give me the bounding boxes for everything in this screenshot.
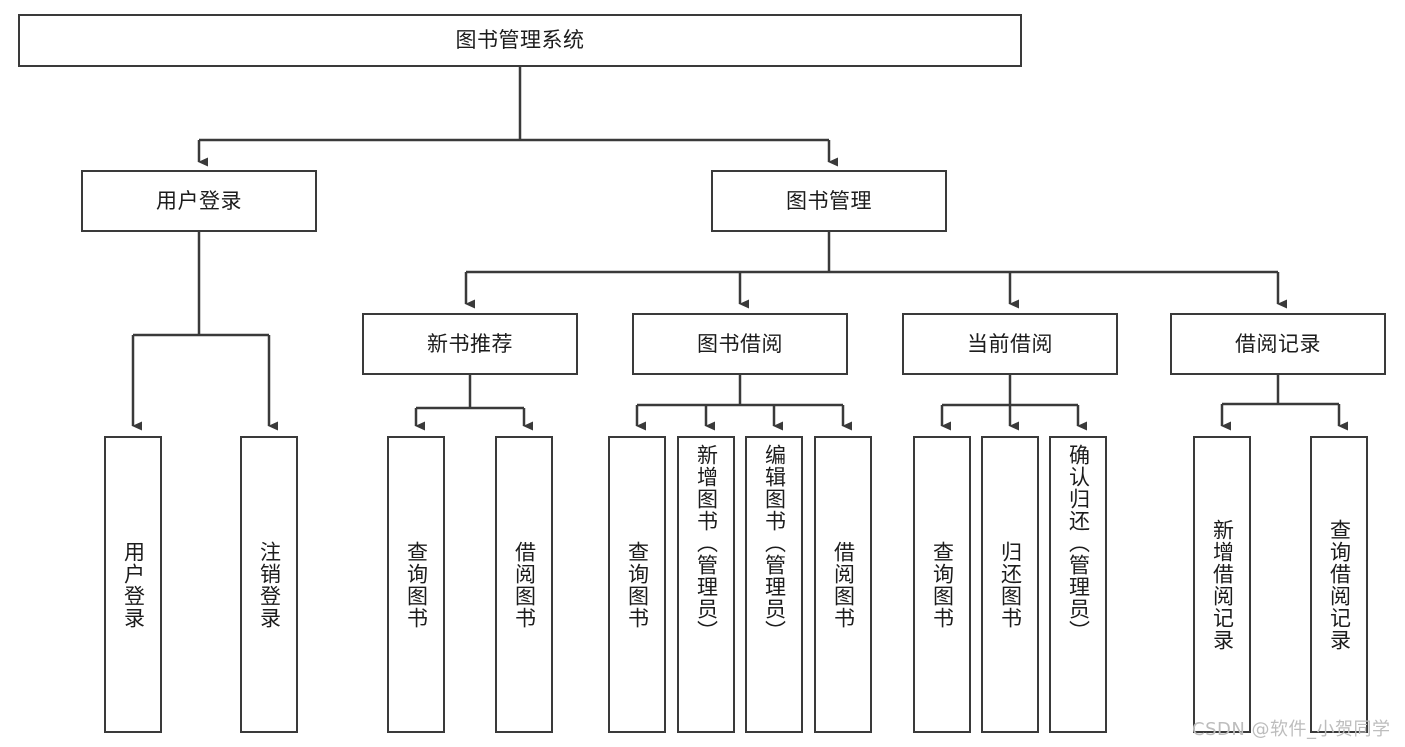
node-label: 查询图书 [404,540,429,629]
node-label: 查询图书 [930,540,955,629]
leaf-query-borrow-record[interactable]: 查询借阅记录 [1310,436,1368,733]
node-label: 注销登录 [257,540,282,629]
leaf-borrow-book[interactable]: 借阅图书 [814,436,872,733]
leaf-edit-book-admin[interactable]: 编辑图书（管理员） [745,436,803,733]
leaf-add-book-admin[interactable]: 新增图书（管理员） [677,436,735,733]
node-label: 当前借阅 [967,331,1053,356]
leaf-borrow-book-recommend[interactable]: 借阅图书 [495,436,553,733]
node-label: 新增图书（管理员） [694,444,719,642]
leaf-query-book-borrow[interactable]: 查询图书 [608,436,666,733]
node-label: 查询图书 [625,540,650,629]
node-label: 编辑图书（管理员） [762,444,787,642]
node-label: 图书借阅 [697,331,783,356]
leaf-confirm-return-admin[interactable]: 确认归还（管理员） [1049,436,1107,733]
node-book-borrow[interactable]: 图书借阅 [632,313,848,375]
node-label: 借阅图书 [512,540,537,629]
node-current-borrow[interactable]: 当前借阅 [902,313,1118,375]
leaf-user-login[interactable]: 用户登录 [104,436,162,733]
node-new-book-recommend[interactable]: 新书推荐 [362,313,578,375]
node-user-login[interactable]: 用户登录 [81,170,317,232]
node-label: 借阅图书 [831,540,856,629]
node-label: 新增借阅记录 [1210,518,1235,651]
leaf-user-logout[interactable]: 注销登录 [240,436,298,733]
node-label: 归还图书 [998,540,1023,629]
node-borrow-record[interactable]: 借阅记录 [1170,313,1386,375]
node-label: 查询借阅记录 [1327,518,1352,651]
csdn-watermark: CSDN @软件_小贺同学 [1192,719,1391,740]
node-label: 图书管理系统 [455,28,585,53]
leaf-query-book-current[interactable]: 查询图书 [913,436,971,733]
leaf-add-borrow-record[interactable]: 新增借阅记录 [1193,436,1251,733]
node-label: 借阅记录 [1235,331,1321,356]
node-label: 用户登录 [156,188,242,213]
node-book-management[interactable]: 图书管理 [711,170,947,232]
node-label: 新书推荐 [427,331,513,356]
node-label: 确认归还（管理员） [1066,444,1091,642]
node-label: 用户登录 [121,540,146,629]
node-label: 图书管理 [786,188,872,213]
leaf-return-book[interactable]: 归还图书 [981,436,1039,733]
leaf-query-book-recommend[interactable]: 查询图书 [387,436,445,733]
node-root-system[interactable]: 图书管理系统 [18,14,1022,67]
